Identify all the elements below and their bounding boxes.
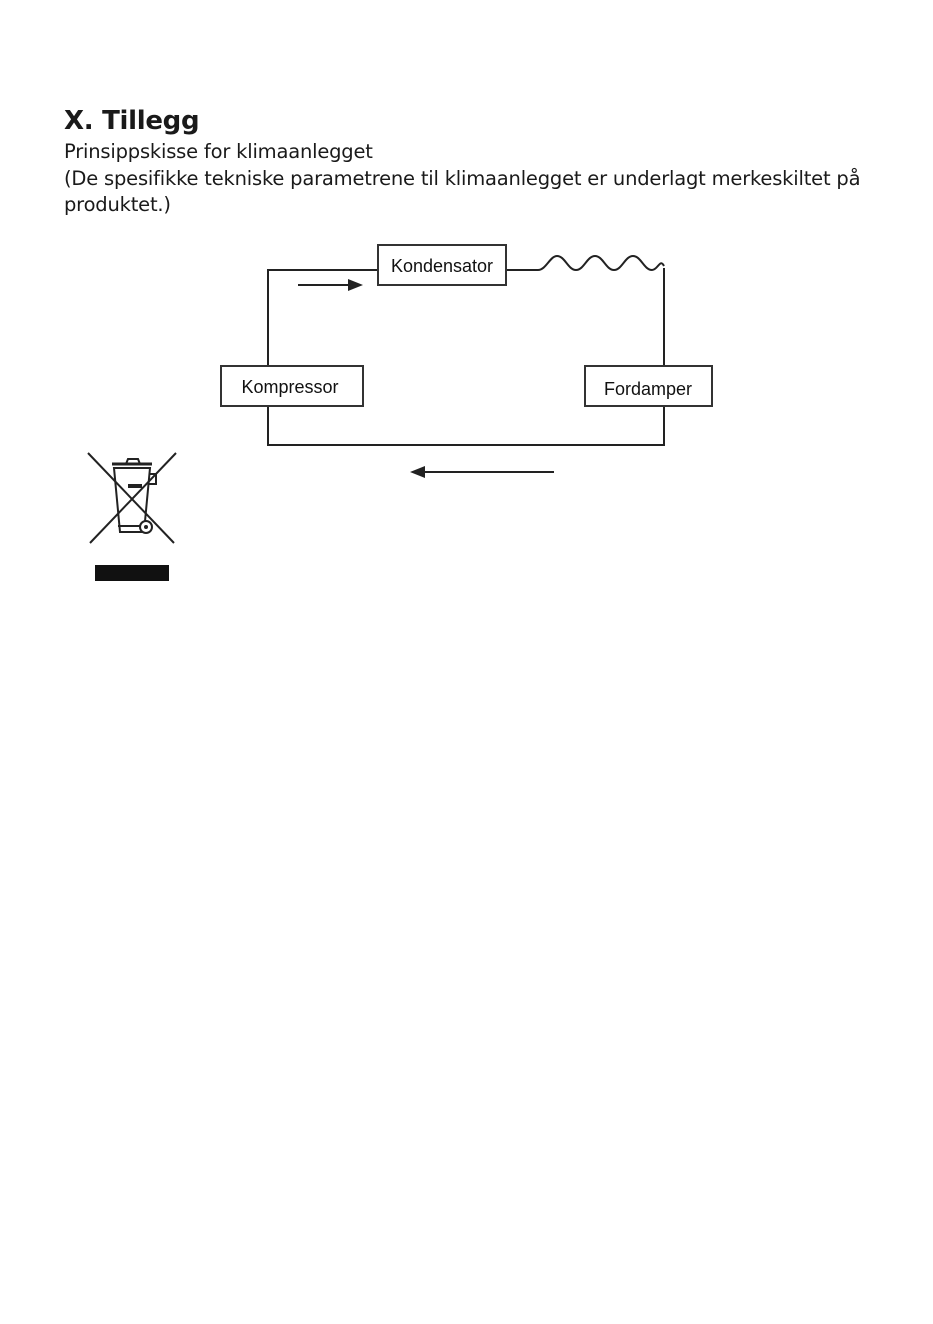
flow-arrow-top [298,279,363,291]
condenser-box: Kondensator [378,245,506,285]
compressor-box: Kompressor [221,366,363,406]
expansion-coil [538,256,664,270]
line-bottom-return [268,406,664,445]
condenser-label: Kondensator [391,256,493,276]
weee-underline-bar [95,565,169,581]
flow-arrow-bottom [410,466,554,478]
weee-bin-icon [82,450,182,585]
compressor-label: Kompressor [241,377,338,397]
evaporator-box: Fordamper [585,366,712,406]
evaporator-label: Fordamper [604,379,692,399]
